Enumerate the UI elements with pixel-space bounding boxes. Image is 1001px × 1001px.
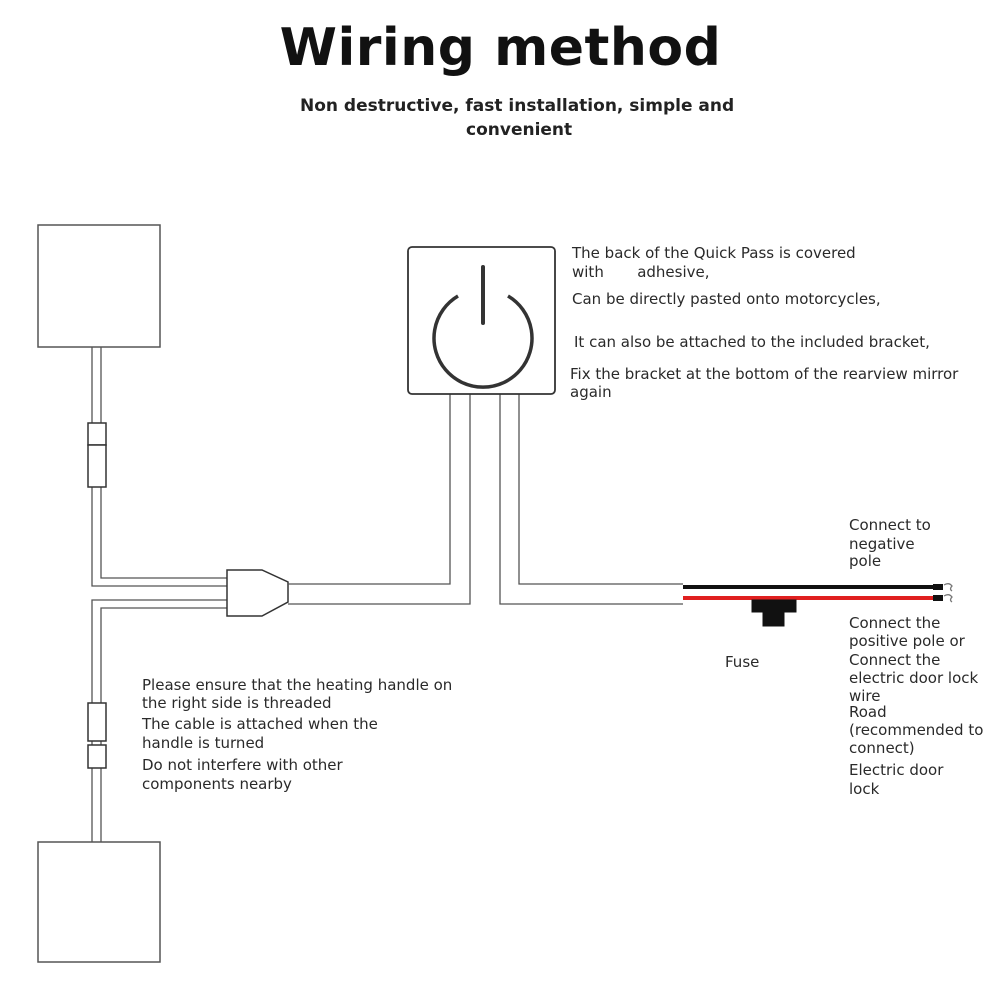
switch-note-6: again — [570, 383, 612, 401]
positive-label-3: Connect the — [849, 651, 941, 669]
positive-label-1: Connect the — [849, 614, 941, 632]
positive-wire-tip — [933, 595, 943, 601]
positive-strands — [943, 594, 953, 603]
handle-note-2: the right side is threaded — [142, 694, 332, 712]
lower-connector — [87, 702, 107, 742]
positive-label-7: (recommended to — [849, 721, 984, 739]
subtitle-line: Non destructive, fast installation, simp… — [300, 96, 735, 116]
positive-label-9: Electric door — [849, 761, 944, 779]
subtitle-line: convenient — [466, 120, 573, 140]
upper-heating-handle — [37, 224, 161, 348]
positive-label-4: electric door lock — [849, 669, 979, 687]
negative-label-3: pole — [849, 552, 882, 570]
negative-wire-tip — [933, 584, 943, 590]
y-splitter — [226, 569, 289, 617]
lower-connector-sleeve — [87, 744, 107, 769]
lower-heating-handle — [37, 841, 161, 963]
fuse — [751, 599, 797, 627]
upper-connector-sleeve — [87, 444, 107, 488]
fuse-label: Fuse — [725, 653, 760, 671]
positive-label-8: connect) — [849, 739, 915, 757]
negative-strands — [943, 583, 953, 592]
positive-label-5: wire — [849, 687, 881, 705]
switch-left-cable — [288, 394, 471, 605]
page-subtitle: Non destructive, fast installation, simp… — [300, 94, 750, 142]
upper-connector — [87, 422, 107, 446]
handle-note-3: The cable is attached when the — [142, 715, 378, 733]
switch-note-4: It can also be attached to the included … — [574, 333, 930, 351]
handle-note-4: handle is turned — [142, 734, 265, 752]
page-title: Wiring method — [279, 18, 722, 78]
positive-label-6: Road — [849, 703, 887, 721]
upper-handle-cable — [91, 347, 230, 587]
handle-note-5: Do not interfere with other — [142, 756, 343, 774]
switch-note-2: with adhesive, — [572, 263, 710, 281]
handle-note-1: Please ensure that the heating handle on — [142, 676, 453, 694]
switch-note-1: The back of the Quick Pass is covered — [572, 244, 856, 262]
handle-note-6: components nearby — [142, 775, 292, 793]
negative-label-2: negative — [849, 535, 915, 553]
switch-note-3: Can be directly pasted onto motorcycles, — [572, 290, 881, 308]
positive-label-2: positive pole or — [849, 632, 965, 650]
power-icon — [432, 294, 534, 389]
negative-label-1: Connect to — [849, 516, 931, 534]
switch-right-cable — [499, 394, 683, 605]
switch-note-5: Fix the bracket at the bottom of the rea… — [570, 365, 959, 383]
positive-label-10: lock — [849, 780, 880, 798]
